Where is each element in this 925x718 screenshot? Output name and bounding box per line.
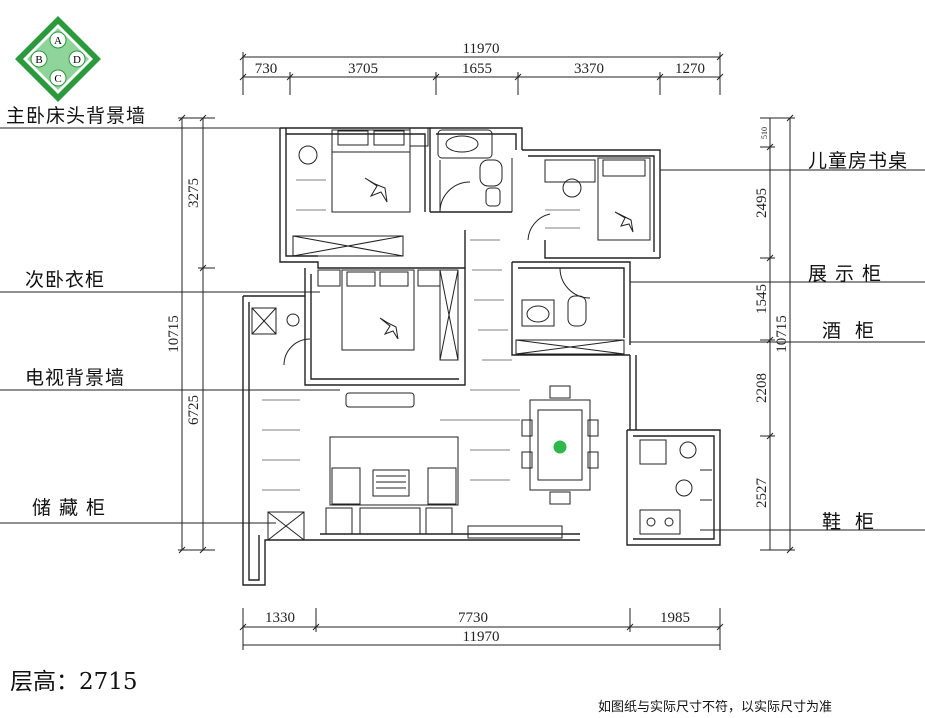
master-bedroom-furniture [292,127,429,257]
dim-left-seg-1: 3275 [186,178,202,208]
disclaimer: 如图纸与实际尺寸不符，以实际尺寸为准 [598,700,833,715]
leader-lines [0,127,925,531]
second-bath-fixtures [515,267,625,355]
dim-top-seg-1: 730 [255,61,278,77]
dim-right-total: 10715 [774,315,790,353]
left-dimension-chain [178,114,215,554]
dim-top-total: 11970 [463,41,500,57]
dim-bottom-seg-2: 7730 [458,610,488,626]
plant-icon [553,440,567,454]
label-wine: 酒柜 [822,320,889,342]
bottom-dimension-chain [239,608,724,650]
dim-bottom-seg-1: 1330 [265,610,295,626]
label-kids-desk: 儿童房书桌 [808,150,909,172]
bathroom-fixtures [437,129,513,213]
dim-left-total: 10715 [166,315,182,353]
dim-right-seg-4: 2208 [754,373,770,403]
dim-right-seg-2: 2495 [754,188,770,218]
logo-letter-a: A [54,35,62,47]
logo-letter-b: B [35,54,42,66]
dim-top-seg-3: 1655 [462,61,492,77]
outer-walls [242,127,721,586]
kids-room-furniture [527,157,651,241]
floor-height: 层高：2715 [10,669,138,695]
label-tv-wall: 电视背景墙 [25,367,126,389]
label-master-headboard: 主卧床头背景墙 [6,105,147,127]
dim-right-seg-5: 2527 [754,478,770,509]
dim-top-seg-2: 3705 [348,61,378,77]
floor-hatching [262,179,580,491]
logo-letter-c: C [54,73,61,85]
dim-right-seg-1: 510 [760,127,769,139]
label-display: 展示柜 [808,263,890,285]
dim-bottom-total: 11970 [463,629,500,645]
dim-bottom-seg-3: 1985 [660,610,690,626]
balcony-fixtures [251,307,305,541]
label-shoe: 鞋柜 [822,511,889,533]
logo: A B C D [13,14,103,108]
logo-letter-d: D [73,54,81,66]
dim-left-seg-2: 6725 [186,395,202,425]
label-second-wardrobe: 次卧衣柜 [25,269,106,291]
right-dimension-chain [760,114,795,554]
living-room-furniture [325,392,563,539]
second-bedroom-furniture [283,269,459,366]
dining-set [521,385,599,505]
label-storage: 储藏柜 [32,497,114,519]
dim-top-seg-5: 1270 [675,61,705,77]
dimension-texts: 11970 730 3705 1655 3370 1270 1330 7730 … [166,41,790,645]
dim-right-seg-3: 1545 [754,284,770,314]
dim-top-seg-4: 3370 [574,61,604,77]
top-dimension-chain [239,52,724,95]
kitchen-fixtures [639,439,712,535]
logo-diamond-icon: A B C D [15,16,101,102]
